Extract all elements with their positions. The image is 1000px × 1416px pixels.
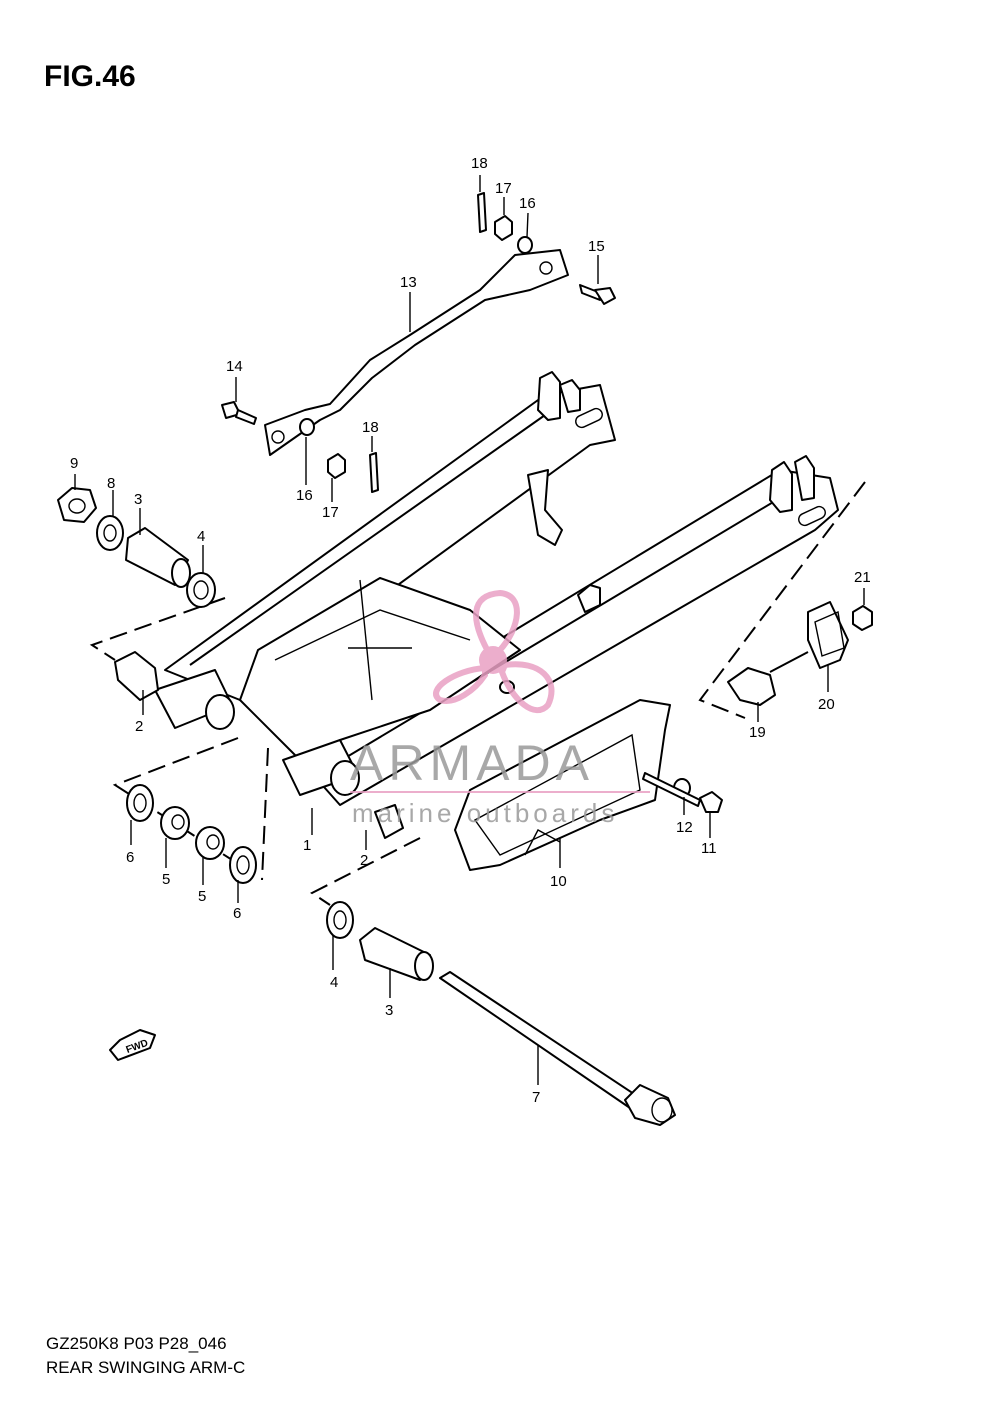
callout-2-right: 2 <box>360 852 368 869</box>
callout-12: 12 <box>676 819 693 836</box>
upper-brace-part <box>264 249 569 456</box>
callout-10: 10 <box>550 873 567 890</box>
callout-3-top: 3 <box>134 491 142 508</box>
callout-labels: 18 17 16 15 13 14 18 9 8 3 4 16 17 21 20… <box>70 155 871 1106</box>
watermark-tagline: marine outboards <box>352 798 618 828</box>
callout-17-top: 17 <box>495 180 512 197</box>
callout-4-bottom: 4 <box>330 974 338 991</box>
leader-lines <box>74 175 865 1085</box>
pivot-shaft-part <box>439 971 676 1126</box>
callout-21: 21 <box>854 569 871 586</box>
diagram-code: GZ250K8 P03 P28_046 <box>46 1334 227 1353</box>
swing-arm-part <box>154 371 839 806</box>
watermark-brand: ARMADA <box>350 735 594 791</box>
callout-15: 15 <box>588 238 605 255</box>
armada-watermark: ARMADA marine outboards <box>350 589 650 828</box>
callout-19: 19 <box>749 724 766 741</box>
callout-18-mid: 18 <box>362 419 379 436</box>
callout-5-left: 5 <box>162 871 170 888</box>
callout-20: 20 <box>818 696 835 713</box>
top-hardware <box>221 192 616 493</box>
callout-14: 14 <box>226 358 243 375</box>
callout-13: 13 <box>400 274 417 291</box>
figure-title: FIG.46 <box>44 60 136 93</box>
chain-case-part <box>454 699 671 871</box>
callout-16-top: 16 <box>519 195 536 212</box>
callout-9: 9 <box>70 455 78 472</box>
left-loose-parts <box>57 487 434 981</box>
callout-18-top: 18 <box>471 155 488 172</box>
callout-4-top: 4 <box>197 528 205 545</box>
callout-16-mid: 16 <box>296 487 313 504</box>
callout-3-bottom: 3 <box>385 1002 393 1019</box>
callout-17-mid: 17 <box>322 504 339 521</box>
callout-6-right: 6 <box>233 905 241 922</box>
callout-8: 8 <box>107 475 115 492</box>
callout-1: 1 <box>303 837 311 854</box>
diagram-name: REAR SWINGING ARM-C <box>46 1358 246 1377</box>
assembly-guide-lines <box>89 481 866 906</box>
callout-6-left: 6 <box>126 849 134 866</box>
callout-5-right: 5 <box>198 888 206 905</box>
callout-7: 7 <box>532 1089 540 1106</box>
propeller-logo-icon <box>433 589 555 714</box>
forward-direction-marker: FWD <box>109 1029 156 1061</box>
callout-2-left: 2 <box>135 718 143 735</box>
callout-11: 11 <box>701 840 717 857</box>
right-hardware <box>642 601 873 813</box>
